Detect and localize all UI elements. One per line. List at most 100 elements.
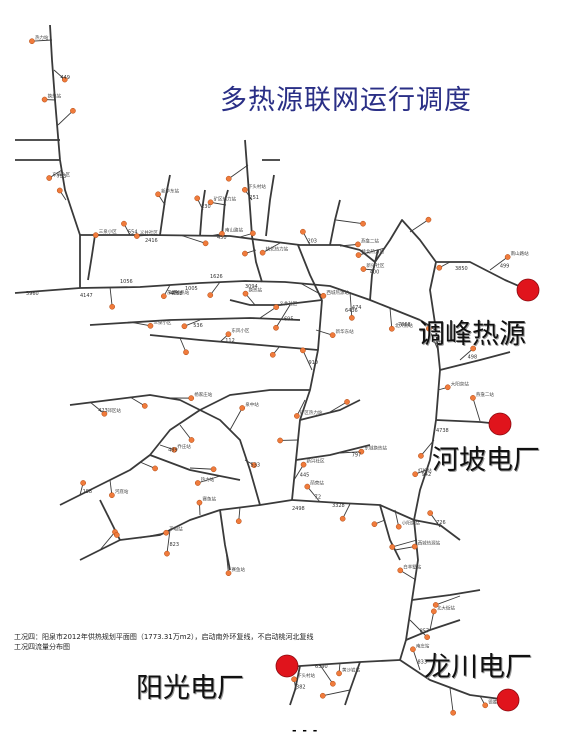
- substation-63: [269, 351, 276, 358]
- substation-39: [418, 452, 424, 459]
- branch-pipe-0: [31, 39, 53, 42]
- branch-pipe-70: [489, 256, 508, 271]
- branch-flow-40: 942: [422, 472, 432, 478]
- main-pipe-38: [159, 174, 171, 236]
- main-pipe-40: [221, 189, 229, 237]
- branch-flow-82: 382: [296, 685, 306, 691]
- substation-13: [300, 228, 306, 235]
- substation-nodes: 热力站换热站东风小区三泉小区义井社区南山路站桃北热力站燕龛二站东城换热站西城热源…: [29, 34, 529, 716]
- substation-7: [121, 220, 127, 227]
- branch-pipe-41: [392, 539, 418, 548]
- substation-75: [344, 399, 350, 405]
- substation-68: [273, 304, 280, 310]
- branch-flow-67: 536: [193, 323, 203, 329]
- substation-8: [134, 233, 140, 239]
- substation-label-46: 南庄站: [416, 642, 430, 649]
- substation-label-36: 小阳泉站: [402, 520, 420, 527]
- branch-flow-46: 833: [417, 660, 427, 666]
- substation-44: [336, 670, 342, 677]
- substation-60: [194, 480, 201, 486]
- caption-line-2: 工况四流量分布图: [14, 643, 70, 651]
- branch-pipe-3: [57, 110, 74, 126]
- main-pipe-13: [399, 659, 509, 701]
- branch-flow-73: 498: [468, 354, 478, 360]
- branch-pipe-74: [472, 397, 481, 422]
- main-flow-label-6: 6436: [345, 308, 358, 314]
- substation-label-72: 桃北热力站: [362, 248, 385, 255]
- substation-41: [389, 544, 396, 550]
- page-title: 多热源联网运行调度: [220, 85, 472, 116]
- branch-flow-16: 746: [168, 291, 178, 297]
- heat-source-marker-tiaofeng: [516, 278, 540, 302]
- page-number: - - -: [292, 724, 319, 737]
- substation-label-82: 下头村站: [297, 672, 315, 679]
- substation-37: [426, 325, 432, 332]
- branch-pipe-24: [315, 329, 333, 336]
- main-pipe-19: [149, 454, 241, 481]
- substation-45: [329, 680, 336, 687]
- substation-85: [194, 195, 201, 202]
- branch-flow-13: 203: [307, 238, 317, 244]
- branch-pipe-66: [129, 321, 151, 327]
- substation-label-12: 桃北热力站: [266, 246, 289, 253]
- main-flow-label-8: 3850: [455, 266, 468, 272]
- substation-82: [291, 676, 297, 683]
- branch-flow-7: 554: [128, 229, 138, 235]
- substation-0: [29, 38, 35, 45]
- substation-label-6: 三泉小区: [99, 228, 117, 235]
- substation-30: [196, 499, 203, 506]
- branch-flow-34: 72: [315, 494, 321, 500]
- substation-79: [427, 510, 434, 516]
- main-pipe-17: [59, 409, 201, 506]
- main-pipe-7: [265, 174, 275, 237]
- main-pipe-24: [359, 219, 437, 263]
- main-flow-label-5: 1005: [185, 286, 198, 292]
- substation-label-52: 乔庄站: [177, 443, 191, 450]
- substation-23: [242, 250, 248, 257]
- substation-5: [56, 187, 63, 194]
- substation-label-42: 白羊墅站: [403, 563, 421, 570]
- branch-pipe-46: [412, 649, 421, 671]
- main-pipe-36: [289, 665, 301, 706]
- branch-pipe-42: [400, 569, 417, 581]
- branch-pipe-78: [394, 546, 415, 551]
- branch-pipe-43: [409, 619, 428, 638]
- main-flow-label-12: 3328: [332, 503, 345, 509]
- source-label-yangguang: 阳光电厂: [136, 673, 244, 704]
- branch-pipe-57: [129, 396, 146, 407]
- main-pipe-3: [49, 24, 81, 236]
- substation-label-16: 东城换热站: [167, 289, 190, 296]
- substation-label-56: 杨家庄站: [194, 391, 212, 398]
- substation-42: [397, 567, 404, 574]
- heat-source-marker-longchuan: [496, 688, 520, 712]
- substation-28: [300, 461, 307, 468]
- branch-pipe-15: [109, 286, 113, 307]
- substation-label-40: 红岭站: [418, 467, 432, 474]
- substation-label-88: 新兴社区: [366, 262, 384, 269]
- substation-47: [450, 709, 457, 716]
- substation-72: [355, 252, 362, 258]
- main-flow-label-14: 6390: [315, 664, 328, 670]
- substation-36: [395, 523, 402, 530]
- branch-pipe-60: [197, 475, 221, 484]
- main-pipe-42: [369, 249, 379, 301]
- substation-label-64: 东风小区: [231, 327, 249, 334]
- branch-flow-55: 198: [83, 489, 93, 495]
- substation-20: [388, 325, 395, 332]
- heat-source-marker-hepo: [488, 412, 512, 436]
- main-pipe-4: [87, 234, 96, 281]
- main-pipe-28: [199, 389, 310, 411]
- substation-label-0: 热力站: [35, 34, 49, 41]
- branch-pipe-51: [179, 424, 192, 441]
- substation-52: [171, 446, 178, 453]
- substation-label-90: 赛鱼站: [232, 566, 246, 573]
- branch-pipe-47: [449, 687, 454, 713]
- substation-11: [250, 230, 256, 237]
- substation-label-54: 河底站: [115, 488, 129, 495]
- substation-90: [225, 570, 232, 577]
- substation-49: [251, 462, 257, 468]
- branch-pipe-50: [229, 407, 243, 431]
- main-pipe-22: [89, 317, 301, 326]
- branch-flow-52: 489: [168, 447, 178, 453]
- main-pipe-12: [284, 659, 401, 669]
